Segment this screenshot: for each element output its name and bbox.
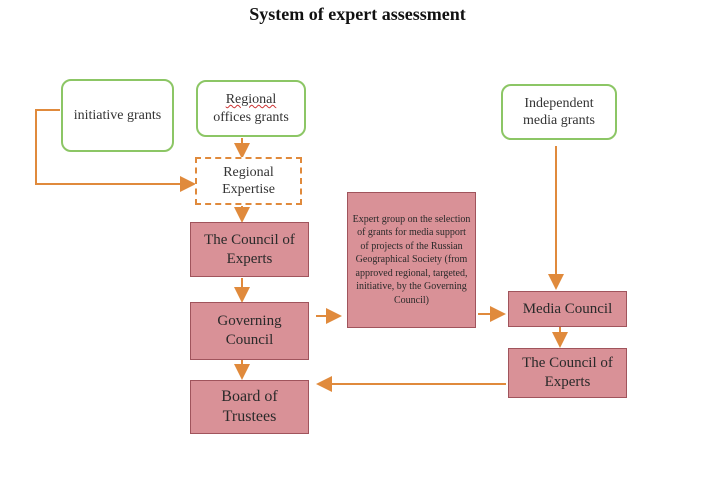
node-label: media grants	[523, 113, 595, 128]
node-expert-group: Expert group on the selection of grants …	[347, 192, 476, 328]
node-label: Trustees	[222, 408, 277, 425]
node-label: Experts	[226, 250, 273, 267]
node-label: Board of	[221, 388, 278, 405]
node-board-of-trustees: Board of Trustees	[190, 380, 309, 434]
node-council-of-experts-right: The Council of Experts	[508, 348, 627, 398]
node-label: Expert group on the selection of grants …	[352, 213, 471, 306]
node-initiative-grants: initiative grants	[61, 79, 174, 152]
diagram-title: System of expert assessment	[249, 4, 466, 24]
edge-initiative-to-regional-expertise	[35, 109, 196, 192]
node-label: Regional	[223, 164, 274, 180]
node-label: The Council of	[204, 231, 295, 248]
node-independent-media-grants: Independent media grants	[501, 84, 617, 140]
node-media-council: Media Council	[508, 291, 627, 327]
node-label: Expertise	[222, 182, 275, 197]
node-label: Council	[225, 332, 274, 348]
node-label: Experts	[544, 374, 591, 390]
node-label: Media Council	[522, 300, 613, 317]
node-label: initiative grants	[73, 107, 162, 123]
node-council-of-experts-left: The Council of Experts	[190, 222, 309, 277]
node-regional-offices-grants: Regional offices grants	[196, 80, 306, 137]
node-regional-expertise: Regional Expertise	[195, 157, 302, 205]
node-label: The Council of	[522, 355, 613, 372]
node-label: Regional	[225, 92, 277, 107]
node-label: Independent	[524, 95, 594, 111]
node-governing-council: Governing Council	[190, 302, 309, 360]
node-label: offices grants	[213, 109, 289, 125]
node-label: Governing	[217, 313, 282, 330]
